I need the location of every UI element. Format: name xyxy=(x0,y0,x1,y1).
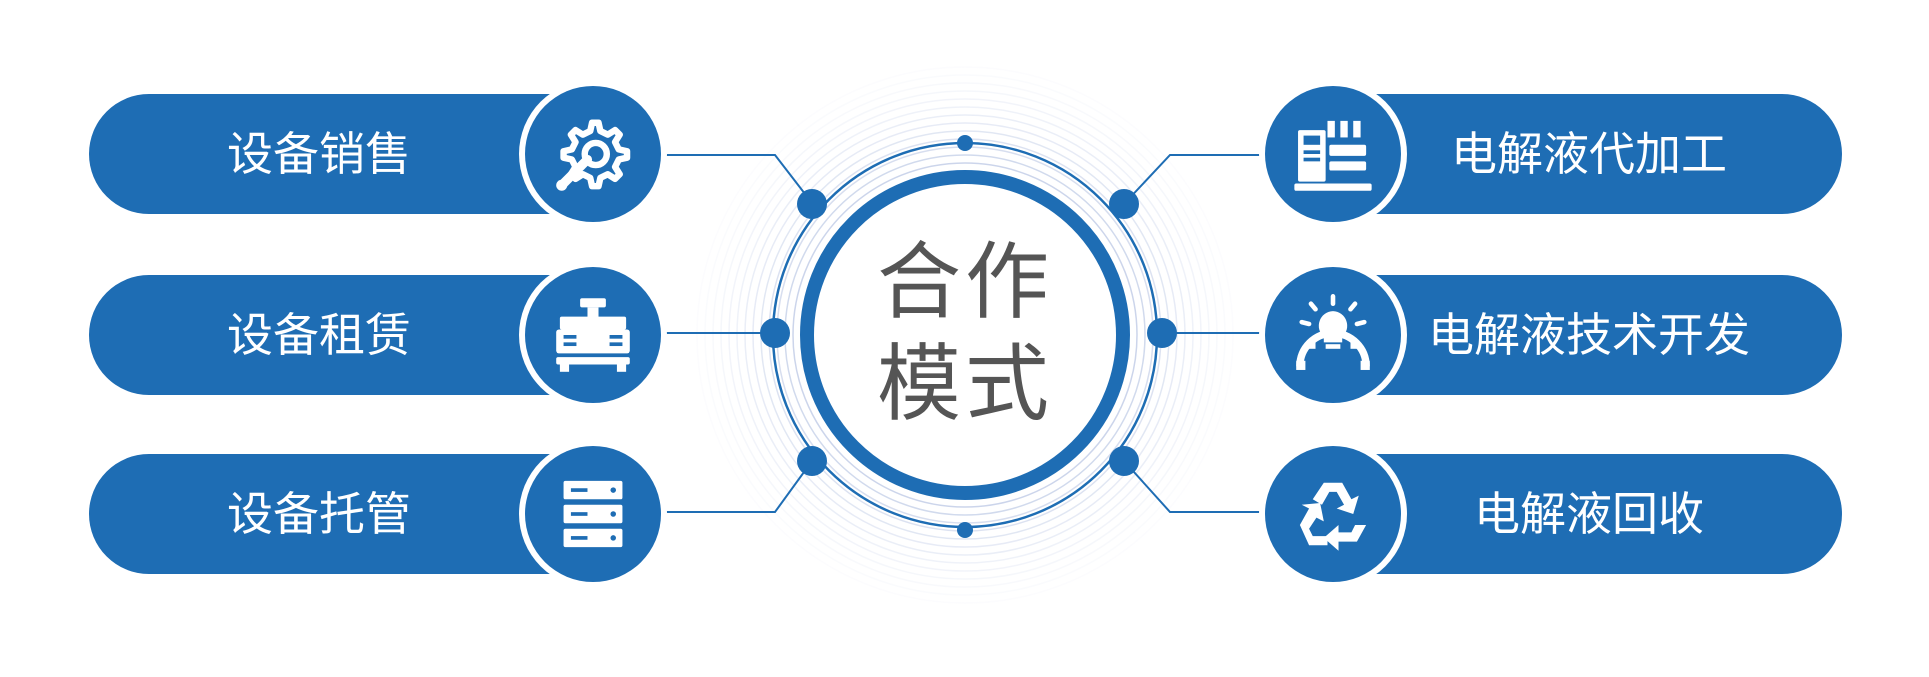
pill-label: 电解液代加工 xyxy=(1451,127,1727,181)
pill-label: 电解液回收 xyxy=(1474,487,1704,541)
pill-electrolyte-rnd: 电解液技术开发 xyxy=(1265,267,1842,403)
pill-equipment-rental: 设备租赁 xyxy=(89,267,661,403)
machine-icon xyxy=(525,267,661,403)
lightbulb-gear-icon xyxy=(1265,267,1401,403)
gear-wrench-icon xyxy=(525,86,661,222)
center-circle xyxy=(800,170,1130,500)
pill-electrolyte-recycling: 电解液回收 xyxy=(1265,446,1842,582)
center-title-line-2: 模式 xyxy=(876,335,1053,433)
recycle-icon xyxy=(1265,446,1401,582)
server-rack-icon xyxy=(525,446,661,582)
pill-equipment-hosting: 设备托管 xyxy=(89,446,661,582)
pill-equipment-sales: 设备销售 xyxy=(89,86,661,222)
factory-line-icon xyxy=(1265,86,1401,222)
pill-label: 电解液技术开发 xyxy=(1428,308,1750,362)
pill-label: 设备托管 xyxy=(227,487,411,541)
pill-electrolyte-processing: 电解液代加工 xyxy=(1265,86,1842,222)
ring-nodes xyxy=(760,135,1177,538)
center-title-line-1: 合作 xyxy=(876,233,1053,331)
pill-label: 设备销售 xyxy=(227,127,411,181)
pill-label: 设备租赁 xyxy=(227,308,411,362)
connector-lines xyxy=(655,154,1280,513)
